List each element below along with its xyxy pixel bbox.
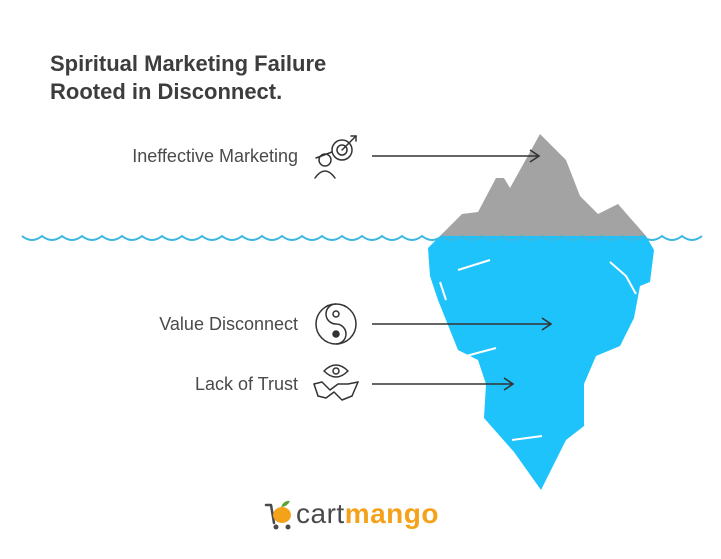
iceberg-highlights	[439, 259, 637, 441]
mango-cart-icon	[264, 500, 291, 530]
water-line	[21, 234, 703, 241]
title-line-1: Spiritual Marketing Failure	[50, 51, 327, 76]
logo-wordmark: cartmango	[296, 496, 439, 532]
label-value-disconnect: Value Disconnect	[159, 314, 298, 334]
brand-logo: cartmango	[262, 496, 439, 532]
label-lack-of-trust: Lack of Trust	[194, 374, 298, 394]
iceberg-underwater	[428, 236, 654, 490]
arrow-value-disconnect	[372, 317, 553, 331]
arrow-lack-of-trust	[372, 377, 515, 391]
yin-yang-icon	[315, 303, 357, 345]
iceberg-tip	[440, 134, 646, 236]
arrow-ineffective-marketing	[372, 149, 541, 163]
title-line-2: Rooted in Disconnect.	[50, 79, 283, 104]
logo-part-cart: cart	[296, 498, 345, 529]
target-person-icon	[314, 135, 357, 179]
handshake-eye-icon	[313, 364, 359, 401]
label-ineffective-marketing: Ineffective Marketing	[132, 146, 298, 166]
logo-part-mango: mango	[344, 498, 439, 529]
page-title: Spiritual Marketing Failure Rooted in Di…	[50, 50, 326, 106]
